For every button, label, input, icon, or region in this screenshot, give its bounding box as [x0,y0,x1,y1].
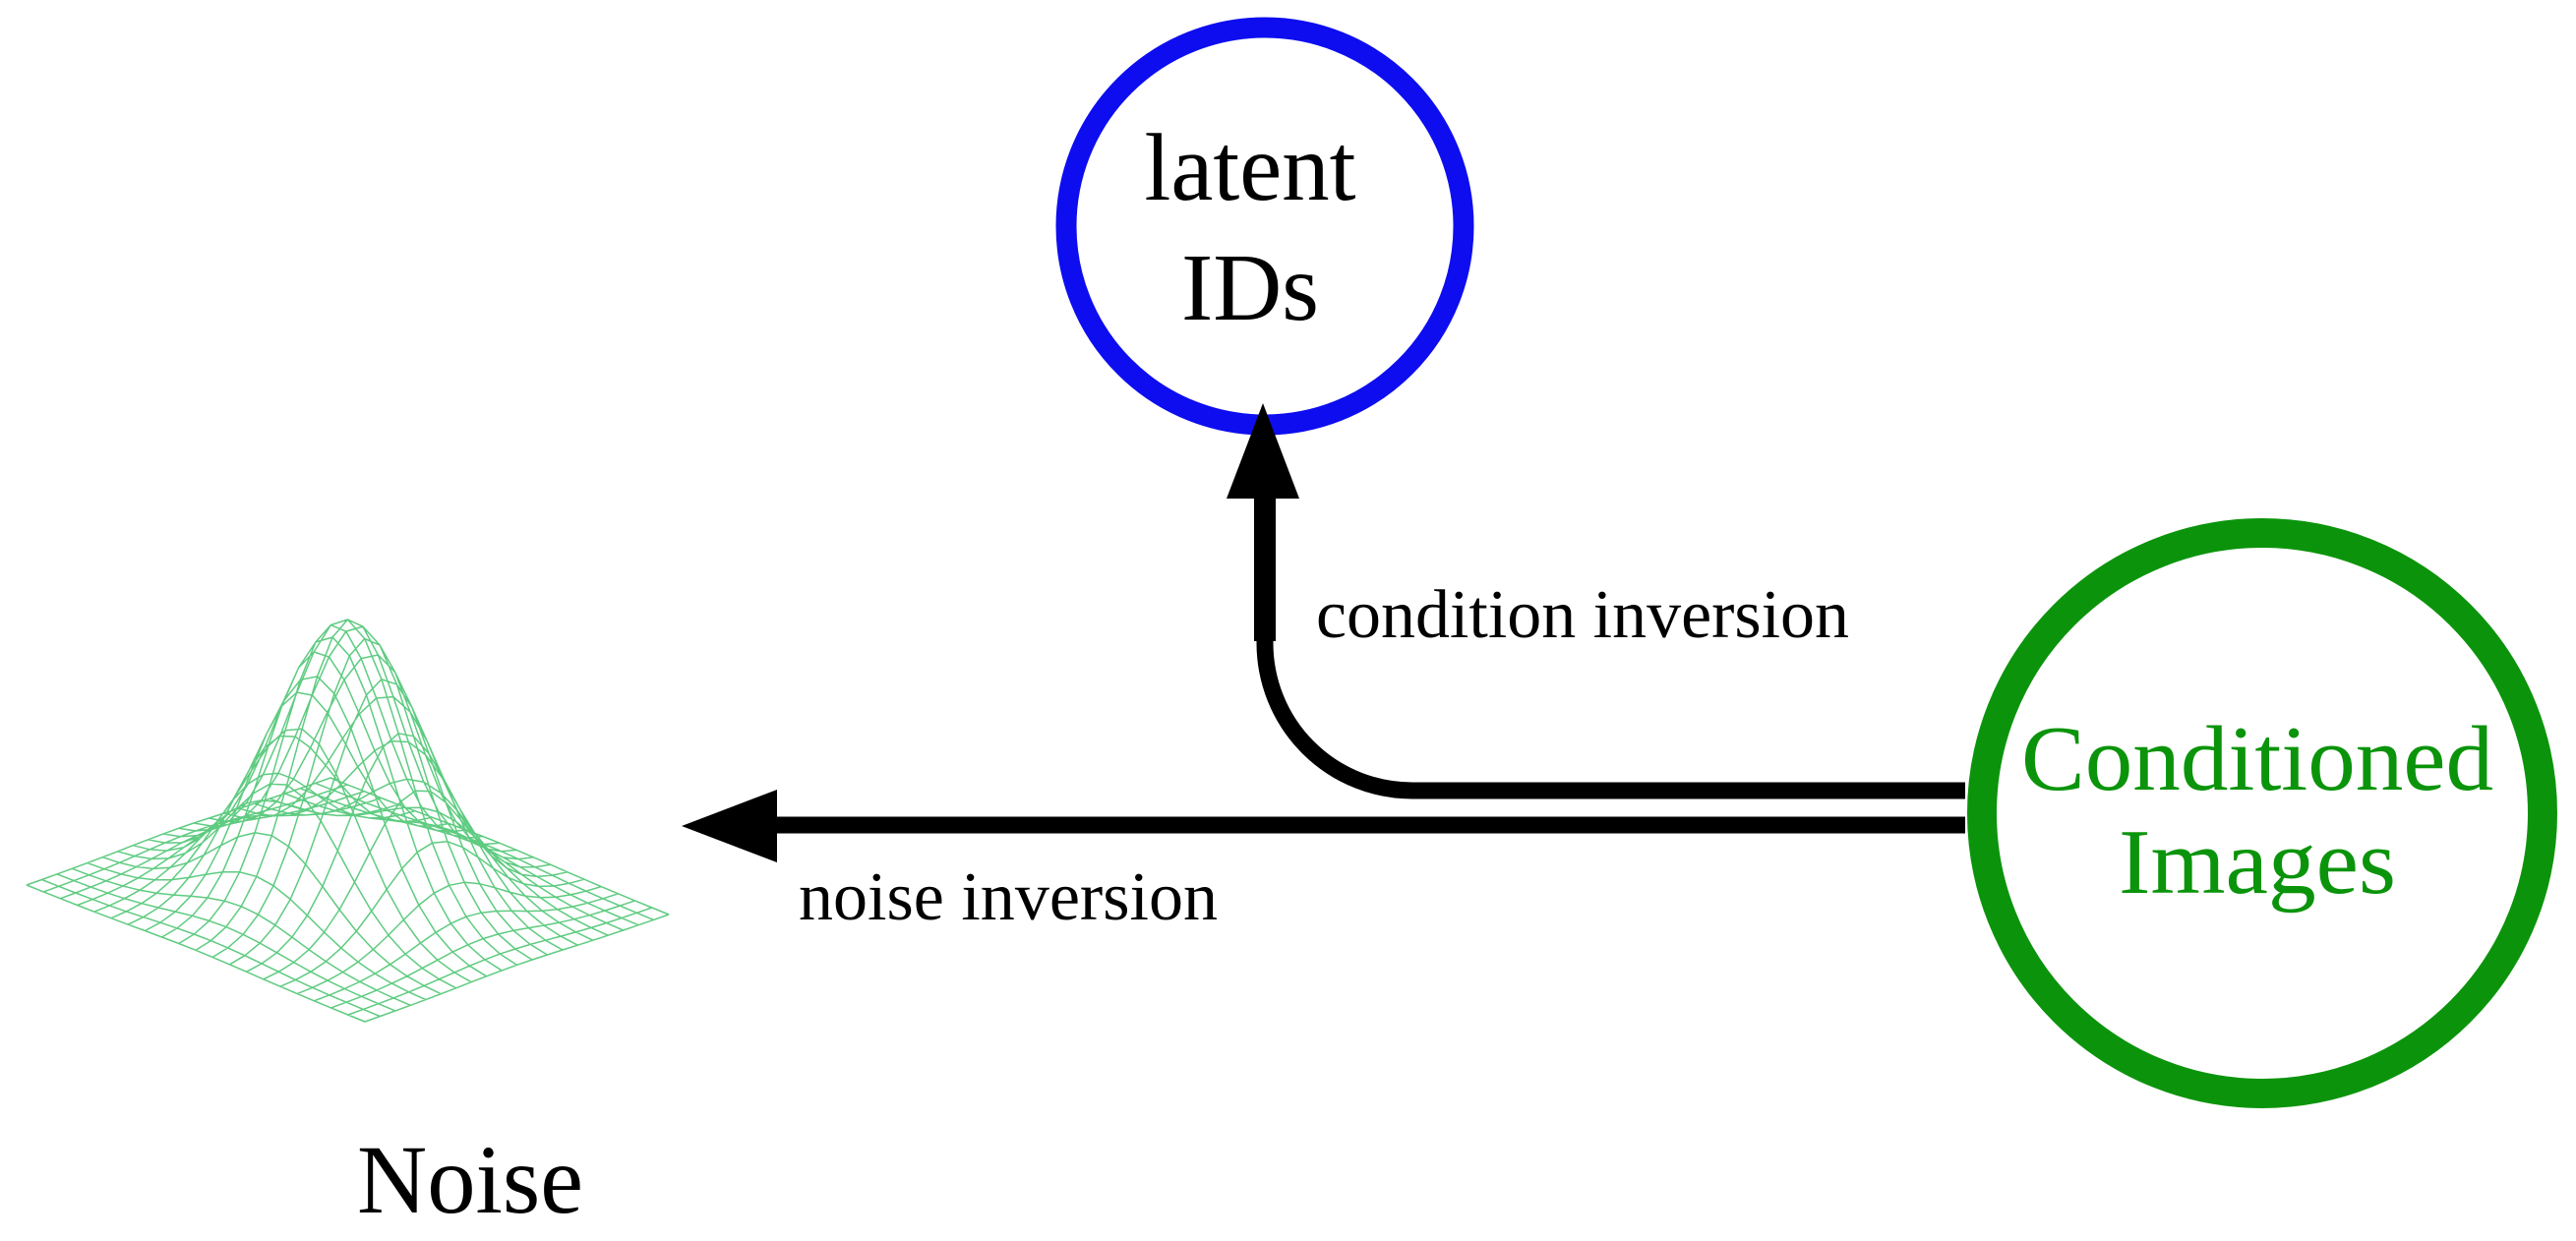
noise-label: Noise [357,1125,583,1234]
gaussian-noise-surface [26,619,670,1023]
gaussian-mesh-path [26,619,670,1023]
conditioned-images-label-line2: Images [2119,811,2396,914]
noise-inversion-arrow [682,790,1965,862]
conditioned-images-node: Conditioned Images [1967,518,2557,1108]
condition-inversion-label: condition inversion [1316,577,1849,653]
noise-inversion-label: noise inversion [799,859,1218,935]
conditioned-images-ring [1967,518,2557,1108]
latent-ids-label-line1: latent [1145,115,1356,220]
condition-inversion-arrowhead [1227,403,1299,499]
conditioned-images-label-line1: Conditioned [2021,708,2493,810]
condition-inversion-arrow [1227,403,1965,799]
latent-ids-label-line2: IDs [1181,235,1319,340]
condition-inversion-shaft [1256,629,1965,799]
latent-ids-node: latent IDs [1055,17,1474,436]
noise-inversion-arrowhead [682,790,777,862]
